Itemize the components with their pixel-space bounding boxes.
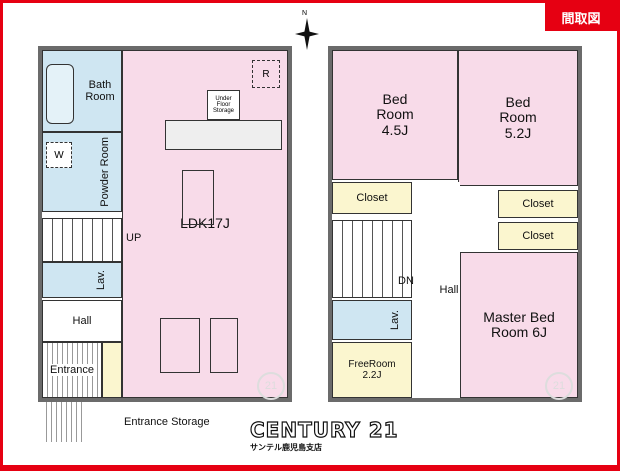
powder-room-label: Powder Room (98, 137, 111, 207)
room-lav-1f: Lav. (42, 262, 122, 298)
fridge-label: R (262, 68, 270, 80)
under-floor-storage-label: Under Floor Storage (212, 96, 234, 114)
entrance-storage-label: Entrance Storage (124, 416, 210, 428)
bath-room-label: Bath Room (85, 78, 115, 103)
entrance-storage (102, 342, 122, 398)
floor-plan-tab: 間取図 (545, 3, 617, 31)
lav-2f-label: Lav. (388, 310, 401, 330)
logo-brand: CENTURY 21 (249, 417, 399, 442)
closet-2-label: Closet (522, 197, 554, 210)
watermark-2f-text: 21 (552, 380, 566, 392)
dn-label: DN (398, 275, 414, 287)
room-lav-2f: Lav. (332, 300, 412, 340)
up-label: UP (126, 232, 142, 244)
closet-2: Closet (498, 190, 578, 218)
closet-3: Closet (498, 222, 578, 250)
stairs-up (42, 218, 122, 262)
logo-branch: サンテル鹿児島支店 (250, 443, 322, 452)
room-bed-5-2: Bed Room 5.2J (458, 50, 578, 186)
room-entrance: Entrance (42, 342, 102, 398)
washer-label: W (54, 149, 64, 161)
dining-table (182, 170, 214, 225)
closet-1-label: Closet (356, 191, 388, 204)
compass-label: N (302, 10, 308, 17)
washer-space: W (46, 142, 72, 168)
closet-3-label: Closet (522, 229, 554, 242)
bathtub (46, 64, 74, 124)
ldk-label: LDK17J (180, 215, 230, 232)
tv-table (210, 318, 238, 373)
room-hall-1f: Hall (42, 300, 122, 342)
room-hall-2f: Hall (412, 182, 460, 398)
watermark-2f: 21 (545, 372, 573, 400)
porch (42, 402, 82, 442)
hall-label: Hall (72, 314, 92, 327)
lav-label: Lav. (94, 270, 107, 290)
bottom-band (0, 465, 620, 471)
room-free: FreeRoom 2.2J (332, 342, 412, 398)
bed-room-2-label: Bed Room 5.2J (499, 93, 537, 141)
entrance-label: Entrance (49, 363, 95, 377)
master-bed-label: Master Bed Room 6J (483, 308, 555, 340)
watermark-1f: 21 (257, 372, 285, 400)
free-room-label: FreeRoom (348, 359, 396, 370)
stairs-down (332, 220, 412, 298)
kitchen-counter (165, 120, 282, 150)
fridge-space: R (252, 60, 280, 88)
under-floor-storage: Under Floor Storage (207, 90, 240, 120)
sofa (160, 318, 200, 373)
free-room-size: 2.2J (362, 370, 382, 381)
bed-room-1-label: Bed Room 4.5J (376, 90, 414, 138)
watermark-1f-text: 21 (264, 380, 278, 392)
compass-icon: N (292, 10, 322, 50)
closet-1: Closet (332, 182, 412, 214)
room-bed-4-5: Bed Room 4.5J (332, 50, 458, 180)
hall-2f-label: Hall (439, 283, 459, 296)
century21-logo: CENTURY 21 サンテル鹿児島支店 (249, 417, 399, 453)
